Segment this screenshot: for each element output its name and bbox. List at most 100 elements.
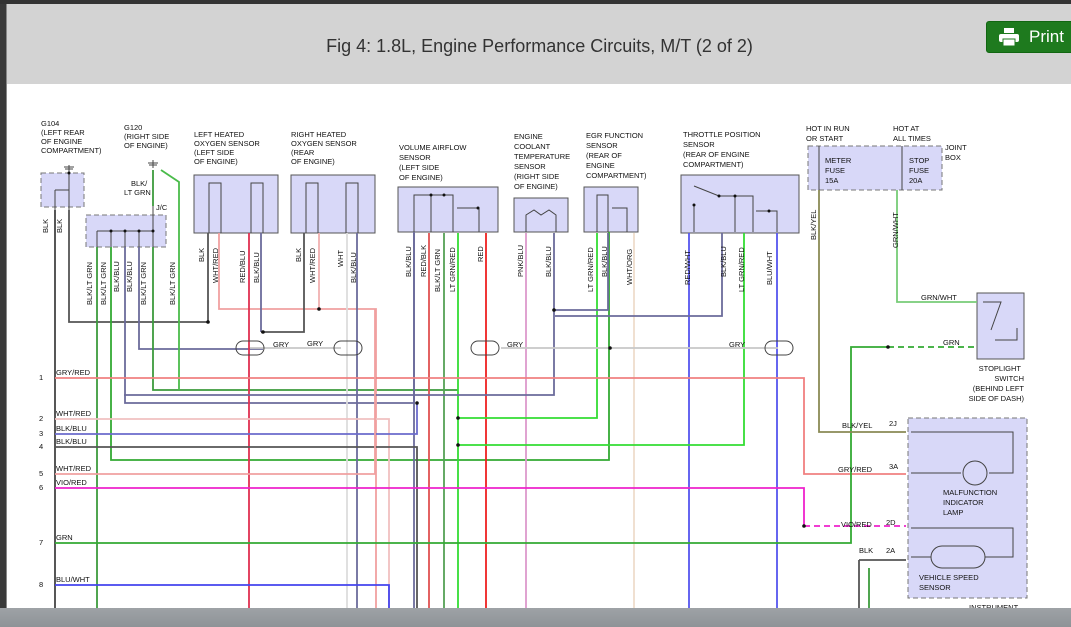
wire-color-label: BLK/BLU (349, 252, 358, 283)
pin-number: 6 (39, 483, 43, 492)
svg-text:2A: 2A (886, 546, 895, 555)
wire-color-label: RED/BLU (238, 250, 247, 283)
svg-text:GRN: GRN (943, 338, 960, 347)
svg-text:2D: 2D (886, 518, 896, 527)
blk-ltgrn-label: BLK/LT GRN (124, 179, 151, 197)
svg-text:2J: 2J (889, 419, 897, 428)
shield-symbols (235, 340, 794, 356)
pin-wire-label: BLU/WHT (56, 575, 90, 584)
figure-title: Fig 4: 1.8L, Engine Performance Circuits… (326, 36, 753, 56)
svg-text:GRN/WHT: GRN/WHT (921, 293, 957, 302)
wire-color-label: BLK (294, 248, 303, 262)
pin-wire-label: VIO/RED (56, 478, 87, 487)
wire-color-label: BLK/LT GRN (168, 262, 177, 305)
wire-color-label: BLK/BLU (719, 246, 728, 277)
wire-color-label: RED/BLK (419, 245, 428, 277)
instrument-label: INSTRUMENT (969, 603, 1019, 612)
tps-sensor-box (680, 174, 800, 234)
pin-number: 4 (39, 442, 43, 451)
wire-color-label: RED/WHT (683, 250, 692, 285)
svg-text:GRY/RED: GRY/RED (838, 465, 873, 474)
pin-wire-label: WHT/RED (56, 464, 92, 473)
bottom-scroll-bar (0, 608, 1071, 627)
svg-text:VIO/RED: VIO/RED (841, 520, 872, 529)
ect-sensor-box (513, 197, 569, 233)
wire-color-label: LT GRN/RED (737, 247, 746, 292)
svg-text:3A: 3A (889, 462, 898, 471)
wire-color-label: GRN/WHT (891, 212, 900, 248)
right-o2-sensor-box (290, 174, 376, 234)
wire-color-label: BLU/WHT (765, 251, 774, 285)
pin-number: 7 (39, 538, 43, 547)
g120-ground (148, 160, 158, 168)
pin-number: 8 (39, 580, 43, 589)
pin-number: 2 (39, 414, 43, 423)
browser-top-bar (0, 0, 1071, 4)
pin-wire-label: GRY/RED (56, 368, 91, 377)
svg-text:GRY: GRY (307, 339, 323, 348)
wire-color-label: BLK/LT GRN (139, 262, 148, 305)
left-o2-sensor-box (193, 174, 279, 234)
wire-color-label: BLK/BLU (112, 261, 121, 292)
printer-icon (999, 28, 1019, 46)
wire-color-label: BLK/LT GRN (99, 262, 108, 305)
svg-text:BLK: BLK (859, 546, 873, 555)
pin-number: 3 (39, 429, 43, 438)
svg-text:BLK/YEL: BLK/YEL (842, 421, 872, 430)
wire-color-label: WHT (336, 250, 345, 267)
wires (54, 169, 977, 612)
figure-header: Fig 4: 1.8L, Engine Performance Circuits… (7, 4, 1071, 84)
wire-color-label: PNK/BLU (516, 245, 525, 277)
wire-color-label: BLK/LT GRN (433, 249, 442, 292)
pin-wire-label: WHT/RED (56, 409, 92, 418)
connector-pin-labels: 1GRY/RED2WHT/RED3BLK/BLU4BLK/BLU5WHT/RED… (39, 368, 92, 589)
vaf-sensor-box (397, 186, 499, 233)
print-label: Print (1029, 27, 1064, 46)
wire-color-label: BLK/BLU (252, 252, 261, 283)
joint-box (807, 145, 943, 191)
egr-sensor-box (583, 186, 639, 233)
right-wire-labels: GRN/WHT GRN BLK/YEL 2J GRY/RED 3A VIO/RE… (838, 293, 960, 555)
wire-color-label: LT GRN/RED (586, 247, 595, 292)
wire-color-label: BLK/LT GRN (85, 262, 94, 305)
instrument-cluster-box (907, 417, 1028, 599)
wire-color-label: BLK/BLU (404, 246, 413, 277)
wire-color-label: BLK (55, 219, 64, 233)
wire-color-label: BLK/BLU (544, 246, 553, 277)
pin-number: 5 (39, 469, 43, 478)
pin-wire-label: BLK/BLU (56, 437, 87, 446)
figure-viewer: Fig 4: 1.8L, Engine Performance Circuits… (6, 4, 1071, 627)
svg-text:GRY: GRY (729, 340, 745, 349)
wire-color-label: BLK (197, 248, 206, 262)
wire-color-label: BLK (41, 219, 50, 233)
wire-color-label: RED (476, 246, 485, 262)
print-button[interactable]: Print (986, 21, 1071, 53)
wire-color-label: LT GRN/RED (448, 247, 457, 292)
pin-wire-label: GRN (56, 533, 73, 542)
svg-text:GRY: GRY (273, 340, 289, 349)
jc-junction-box (85, 206, 167, 248)
wire-color-label: BLK/BLU (600, 246, 609, 277)
pin-number: 1 (39, 373, 43, 382)
svg-text:GRY: GRY (507, 340, 523, 349)
splice-dots (206, 307, 890, 528)
pin-wire-label: BLK/BLU (56, 424, 87, 433)
wire-color-label: WHT/RED (211, 247, 220, 283)
wire-color-label: WHT/ORG (625, 249, 634, 285)
